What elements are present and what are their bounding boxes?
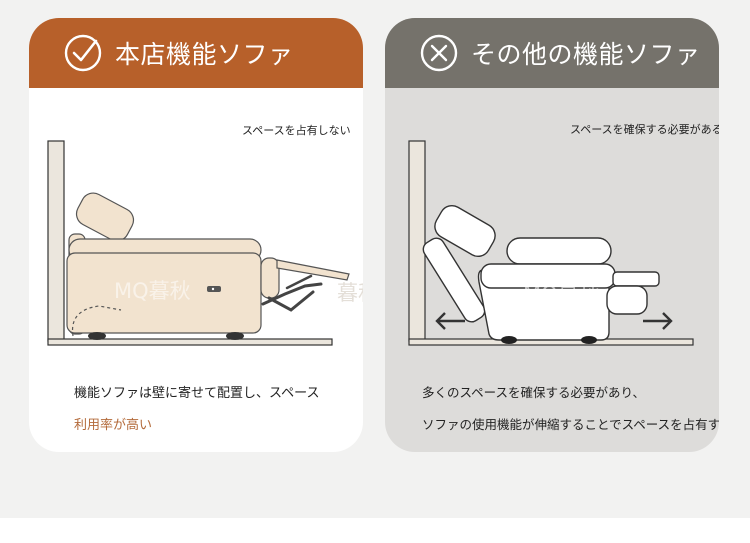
our-sofa-title: 本店機能ソファ [115, 40, 294, 69]
high-usage-text: 利用率が高い [74, 418, 153, 433]
other-sofa-header: その他の機能ソファ [385, 18, 719, 88]
bottom-strip [0, 518, 750, 543]
watermark: MQ暮秋 [523, 282, 600, 306]
our-sofa-header: 本店機能ソファ [29, 18, 363, 88]
other-sofa-description-1: 多くのスペースを確保する必要があり、 [422, 385, 646, 400]
no-space-caption: スペースを占有しない [242, 124, 351, 137]
other-sofa-title: その他の機能ソファ [471, 40, 701, 69]
x-circle-icon [420, 34, 458, 72]
other-sofa-description-2: ソファの使用機能が伸縮することでスペースを占有する [422, 417, 719, 432]
our-sofa-description: 機能ソファは壁に寄せて配置し、スペース [74, 386, 320, 401]
space-consuming-sofa-illustration: MQ暮秋 [408, 140, 694, 346]
watermark: MQ暮秋 [114, 279, 191, 303]
arrow-left-icon [435, 312, 465, 330]
other-sofa-card: その他の機能ソファ スペースを確保する必要がある MQ暮秋 [385, 18, 719, 452]
watermark: 暮秋 [337, 281, 363, 305]
space-needed-caption: スペースを確保する必要がある [570, 123, 719, 136]
arrow-right-icon [643, 312, 673, 330]
check-circle-icon [64, 34, 102, 72]
wall-hugging-sofa-illustration: MQ暮秋 暮秋 [47, 140, 363, 346]
our-sofa-card: 本店機能ソファ スペースを占有しない MQ暮秋 暮秋 機能ソファは壁に寄せて配置… [29, 18, 363, 452]
